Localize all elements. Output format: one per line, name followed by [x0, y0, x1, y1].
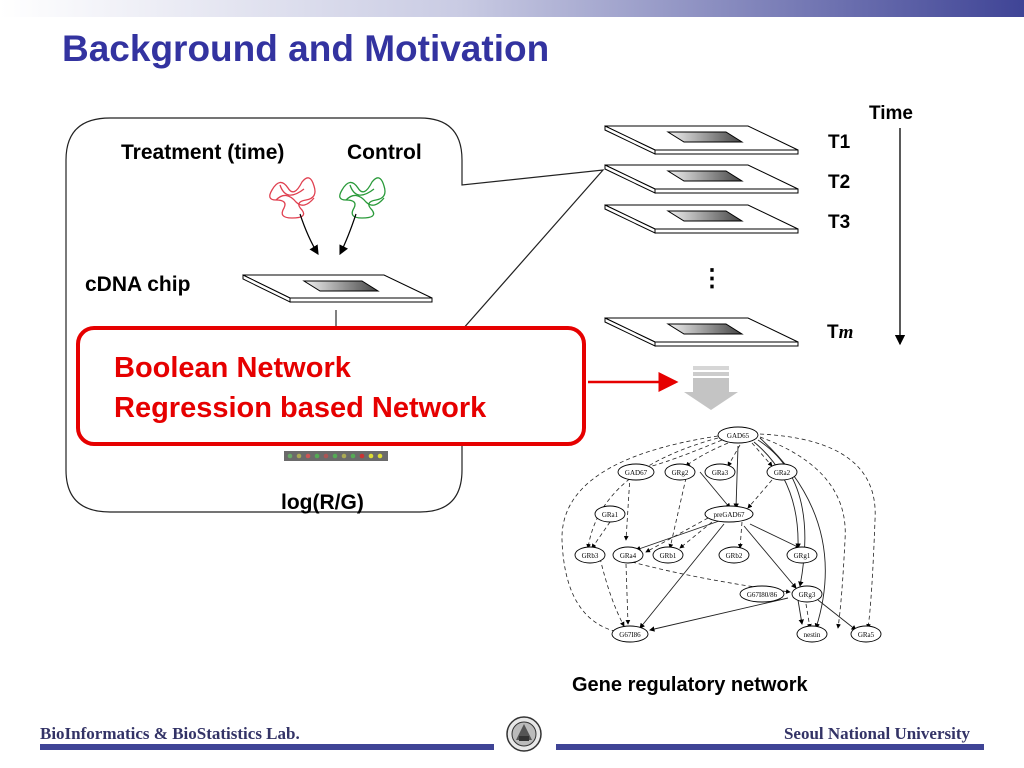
time-point-tm: Tm — [827, 322, 854, 343]
time-slide-t1 — [604, 125, 799, 155]
node-label: GRa5 — [858, 631, 875, 639]
ellipsis-marker: ⋮ — [700, 265, 724, 292]
control-arrow — [339, 213, 357, 256]
node-label: GRg2 — [672, 469, 689, 477]
time-point-t1: T1 — [828, 132, 851, 153]
callout-line-regression: Regression based Network — [114, 392, 487, 424]
cdna-chip-label: cDNA chip — [85, 273, 191, 296]
down-block-arrow — [684, 366, 738, 410]
time-point-t3: T3 — [828, 212, 851, 233]
footer-bar-right — [556, 744, 984, 750]
time-slide-tm — [604, 317, 799, 347]
control-label: Control — [347, 141, 422, 164]
node-label: nestin — [804, 631, 821, 639]
node-label: G67I86 — [619, 631, 641, 639]
node-label: preGAD67 — [713, 511, 745, 519]
cdna-chip-slide — [242, 274, 433, 303]
microarray-strip — [284, 451, 388, 461]
control-sample-icon — [339, 177, 386, 219]
footer-university-name: Seoul National University — [783, 724, 970, 743]
node-label: GRb2 — [726, 552, 743, 560]
node-label: GRg1 — [794, 552, 811, 560]
node-label: GRa4 — [620, 552, 637, 560]
treatment-label: Treatment (time) — [121, 141, 285, 164]
node-label: GAD65 — [727, 432, 750, 440]
time-axis-label: Time — [869, 103, 914, 124]
university-emblem-icon — [506, 716, 542, 752]
time-slide-t2 — [604, 164, 799, 194]
node-label: GRa2 — [774, 469, 791, 477]
time-slide-t3 — [604, 204, 799, 234]
node-label: GRb1 — [660, 552, 677, 560]
top-gradient-bar — [0, 0, 1024, 17]
node-label: GRa3 — [712, 469, 729, 477]
log-ratio-label: log(R/G) — [281, 491, 364, 514]
node-label: GAD67 — [625, 469, 648, 477]
methods-callout: Boolean Network Regression based Network — [76, 326, 586, 446]
gene-network: GAD65 GAD67 GRg2 GRa3 GRa2 GRa1 preGAD67… — [561, 426, 882, 643]
treatment-sample-icon — [269, 177, 316, 219]
node-label: GRb3 — [582, 552, 599, 560]
node-label: G67I80/86 — [747, 591, 778, 599]
network-caption: Gene regulatory network — [572, 674, 808, 696]
treatment-arrow — [299, 213, 319, 256]
footer-lab-name: BioInformatics & BioStatistics Lab. — [40, 724, 300, 743]
callout-line-boolean: Boolean Network — [114, 352, 351, 384]
slide-title: Background and Motivation — [62, 28, 550, 69]
node-label: GRa1 — [602, 511, 619, 519]
footer-bar-left — [40, 744, 494, 750]
experiment-container — [65, 117, 605, 513]
time-point-t2: T2 — [828, 172, 851, 193]
node-label: GRg3 — [799, 591, 816, 599]
